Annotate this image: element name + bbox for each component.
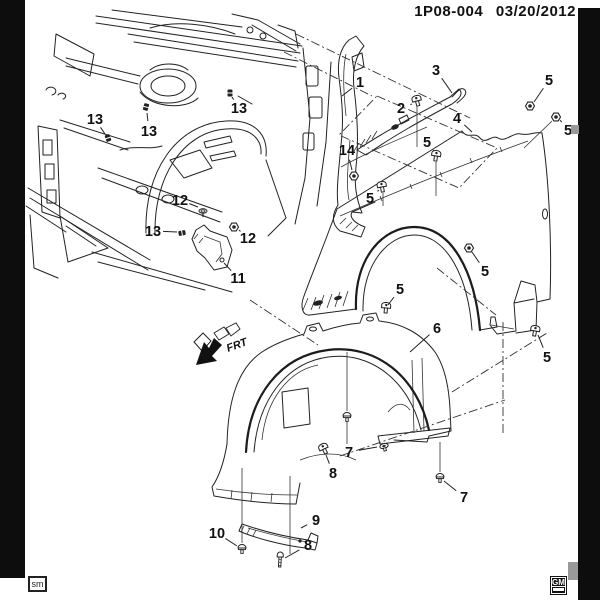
clip-fastener-icon (177, 229, 187, 237)
callout-leader (225, 538, 238, 547)
scan-edge-bar-right (578, 8, 600, 600)
callout-leader (471, 251, 480, 264)
callout-number-7: 7 (460, 490, 468, 506)
frt-indicator: FRT (193, 322, 250, 365)
callout-leader (533, 87, 544, 103)
frt-arrow-icon (196, 338, 222, 365)
nut-fastener-icon (550, 112, 562, 122)
callout-number-10: 10 (209, 526, 225, 542)
body-structure-art (25, 9, 332, 293)
callout-leader (409, 334, 430, 353)
gm-logo-text: GM (552, 578, 565, 587)
callout-leader (443, 480, 457, 492)
screwlong-fastener-icon (276, 551, 284, 568)
callout-leader (387, 296, 395, 306)
scan-artifact (571, 125, 579, 134)
pin-fastener-icon (237, 544, 247, 554)
clip-fastener-icon (103, 133, 113, 143)
callout-number-5: 5 (564, 123, 572, 139)
clip-fastener-icon (142, 102, 150, 112)
part1-bracket-art (332, 35, 366, 238)
projection-lines (249, 33, 548, 457)
callout-leader (348, 159, 353, 171)
callout-number-12: 12 (172, 193, 188, 209)
callout-number-4: 4 (453, 111, 461, 127)
callout-number-8: 8 (329, 466, 337, 482)
callout-leader (559, 119, 563, 123)
part9-bracket-art (238, 523, 319, 551)
callout-number-5: 5 (396, 282, 404, 298)
scan-edge-bar-left (0, 0, 25, 578)
callout-leader (441, 77, 453, 94)
scan-artifact (568, 562, 578, 580)
callout-number-5: 5 (481, 264, 489, 280)
callout-number-8: 8 (304, 538, 312, 554)
callout-number-13: 13 (141, 124, 157, 140)
callout-leader (146, 112, 149, 122)
footer-tag: sm (28, 576, 47, 592)
footer-tag-text: sm (31, 579, 44, 589)
title-block: 1P08-004 03/20/2012 (406, 3, 576, 20)
callout-leader (162, 230, 178, 233)
bolt-fastener-icon (410, 94, 424, 108)
gm-logo-subtext (553, 588, 564, 591)
bolt-fastener-icon (430, 149, 442, 163)
callout-number-9: 9 (312, 513, 320, 529)
callout-leader (284, 549, 300, 559)
callout-number-5: 5 (543, 350, 551, 366)
nut-fastener-icon (228, 222, 240, 232)
callout-number-5: 5 (545, 73, 553, 89)
callout-number-1: 1 (356, 75, 364, 91)
doc-date: 03/20/2012 (495, 3, 576, 20)
pin-fastener-icon (435, 473, 445, 483)
callout-number-13: 13 (145, 224, 161, 240)
callout-leader (300, 524, 308, 529)
callout-number-5: 5 (423, 135, 431, 151)
callout-leader (537, 334, 544, 348)
callout-leader (358, 446, 378, 451)
aux-lines (241, 107, 553, 554)
doc-number: 1P08-004 (414, 3, 484, 20)
callout-leader (238, 229, 241, 232)
callout-leader (100, 127, 106, 135)
callout-leader (223, 262, 232, 272)
nut-fastener-icon (524, 101, 536, 111)
callout-leader (410, 103, 413, 106)
callout-number-13: 13 (231, 101, 247, 117)
callout-leader (325, 454, 330, 464)
bolt-fastener-icon (529, 324, 541, 338)
callout-number-13: 13 (87, 112, 103, 128)
callout-number-5: 5 (366, 191, 374, 207)
callout-number-11: 11 (230, 271, 245, 287)
nut-fastener-icon (463, 243, 475, 253)
callout-leader (463, 124, 473, 133)
callout-leader (432, 149, 435, 152)
callout-number-3: 3 (432, 63, 440, 79)
callout-leader (231, 96, 235, 100)
callout-number-7: 7 (345, 445, 353, 461)
frt-label: FRT (225, 336, 250, 355)
callout-leader (341, 87, 353, 97)
callout-number-12: 12 (240, 231, 256, 247)
callout-number-2: 2 (397, 101, 405, 117)
gm-logo: GM (550, 576, 567, 595)
liner-art (211, 312, 452, 505)
screw-fastener-icon (198, 208, 208, 218)
callout-leader (377, 189, 380, 192)
pin-fastener-icon (342, 412, 352, 422)
nut-fastener-icon (348, 171, 360, 181)
callout-number-6: 6 (433, 321, 441, 337)
clip-fastener-icon (227, 89, 233, 97)
callout-number-14: 14 (339, 143, 355, 159)
callout-leader (189, 203, 199, 208)
part11-bracket-art (191, 224, 233, 271)
